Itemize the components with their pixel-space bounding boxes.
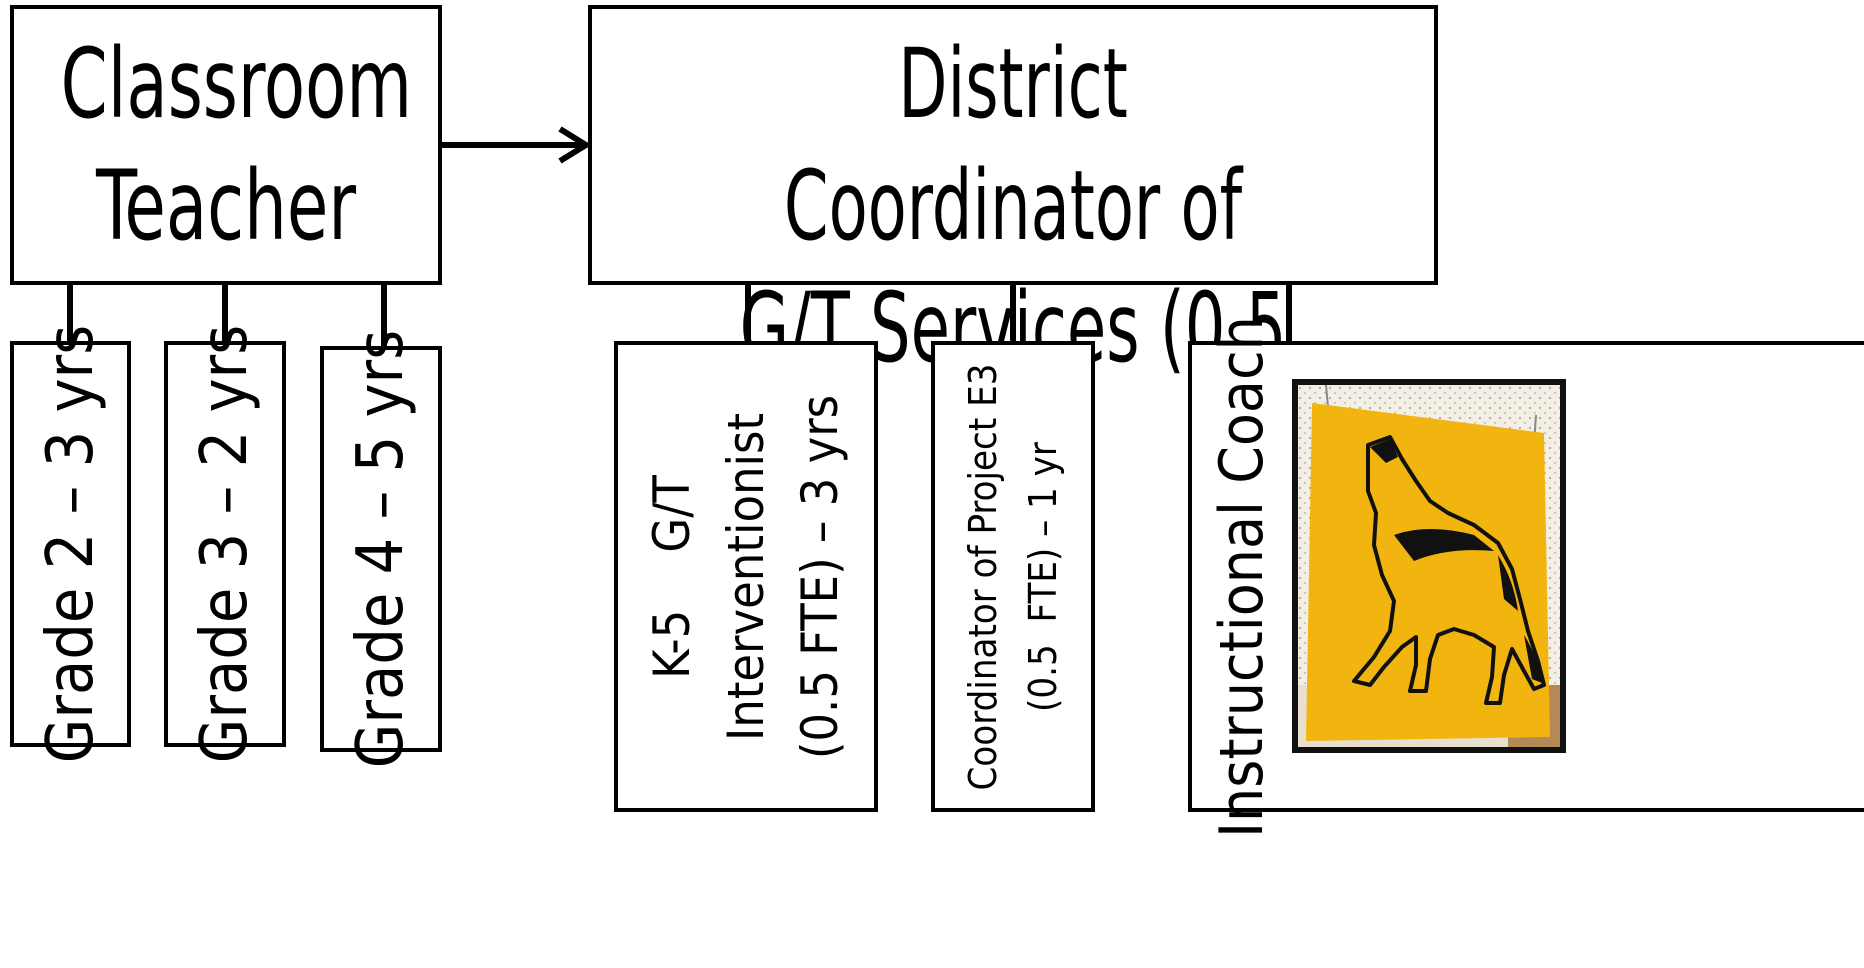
- interventionist-line-1: K-5 G/T: [643, 474, 701, 679]
- arrow-head-icon: [558, 126, 590, 164]
- grade-4-box: Grade 4 – 5 yrs: [320, 330, 442, 768]
- grade-3-label: Grade 3 – 2 yrs: [188, 324, 262, 764]
- classroom-teacher-title: Classroom Teacher: [14, 23, 438, 267]
- instructional-coach-box: Instructional Coach: [1188, 316, 1864, 838]
- wolf-sign-photo: [1292, 379, 1566, 753]
- grade-3-box: Grade 3 – 2 yrs: [164, 325, 286, 763]
- connector-grade-4: [381, 285, 387, 348]
- connector-instructional-coach: [1286, 285, 1292, 343]
- howling-wolf-icon: [1298, 385, 1560, 747]
- teacher-line-1: Classroom: [60, 28, 412, 140]
- interventionist-line-2: Interventionist: [717, 412, 775, 741]
- project-e3-line-1: Coordinator of Project E3: [961, 363, 1005, 790]
- instructional-coach-label-wrap: Instructional Coach: [1192, 316, 1292, 838]
- interventionist-label: K-5 G/T Interventionist (0.5 FTE) – 3 yr…: [635, 394, 857, 758]
- connector-interventionist: [745, 285, 751, 343]
- teacher-line-2: Teacher: [95, 150, 357, 262]
- arrow-shaft: [442, 142, 582, 148]
- project-e3-line-2: (0.5 FTE) – 1 yr: [1021, 441, 1065, 712]
- project-e3-box: Coordinator of Project E3 (0.5 FTE) – 1 …: [931, 341, 1095, 812]
- district-coordinator-box: District Coordinator of G/T Services (0.…: [588, 5, 1438, 506]
- grade-2-label: Grade 2 – 3 yrs: [33, 324, 108, 764]
- connector-grade-2: [67, 285, 73, 343]
- connector-project-e3: [1010, 285, 1016, 343]
- grade-2-box: Grade 2 – 3 yrs: [10, 325, 131, 763]
- interventionist-box: K-5 G/T Interventionist (0.5 FTE) – 3 yr…: [614, 341, 878, 812]
- interventionist-line-3: (0.5 FTE) – 3 yrs: [791, 394, 849, 759]
- instructional-coach-label: Instructional Coach: [1207, 315, 1277, 838]
- project-e3-label: Coordinator of Project E3 (0.5 FTE) – 1 …: [953, 363, 1073, 790]
- classroom-teacher-box: Classroom Teacher: [10, 5, 442, 285]
- grade-4-label: Grade 4 – 5 yrs: [344, 329, 418, 769]
- coordinator-line-1: District Coordinator of: [783, 28, 1243, 262]
- connector-grade-3: [222, 285, 228, 343]
